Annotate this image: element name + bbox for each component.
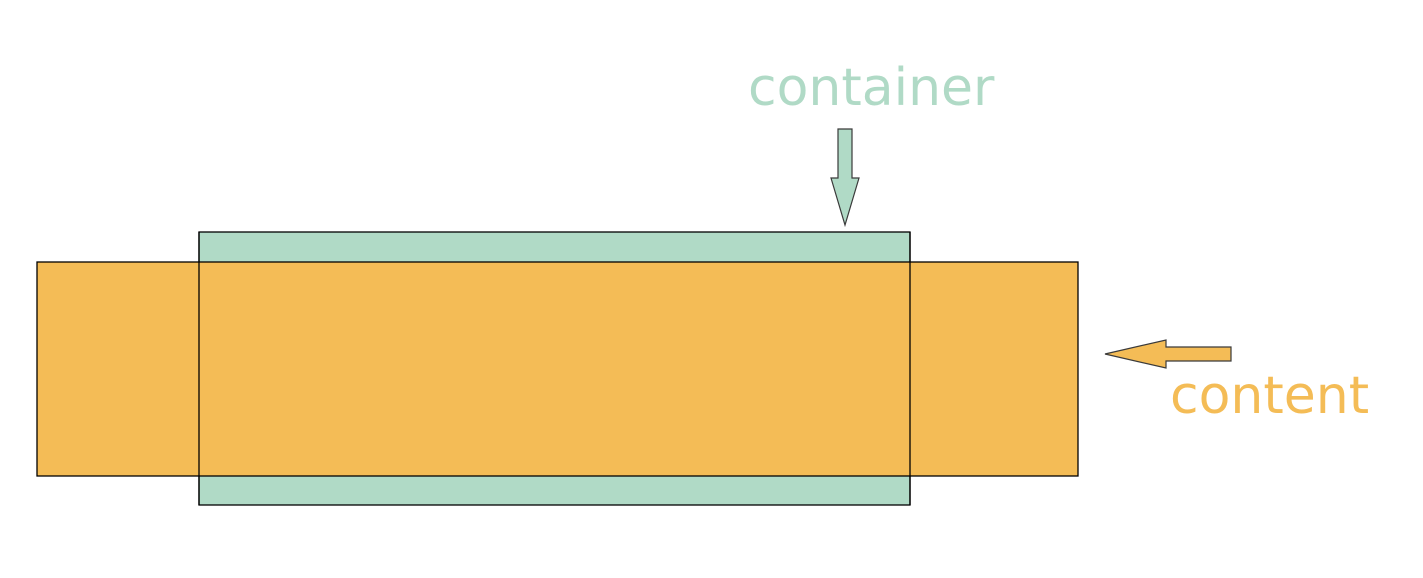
container-arrow-icon bbox=[830, 128, 860, 228]
container-label: container bbox=[748, 58, 995, 118]
content-box bbox=[36, 261, 1079, 477]
content-arrow-icon bbox=[1104, 339, 1232, 369]
content-label: content bbox=[1170, 366, 1370, 426]
